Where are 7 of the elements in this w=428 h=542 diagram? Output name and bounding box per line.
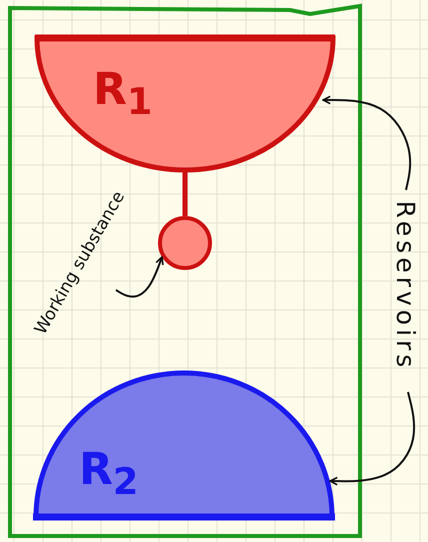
reservoir-label: R$_{1}$ (93, 68, 152, 120)
arrow (322, 96, 412, 190)
arrow (115, 256, 164, 298)
reservoir-label: R$_{2}$ (79, 448, 138, 500)
callout-text: Reservoirs (392, 200, 420, 372)
arrow (329, 392, 416, 486)
connector-line (182, 169, 188, 216)
